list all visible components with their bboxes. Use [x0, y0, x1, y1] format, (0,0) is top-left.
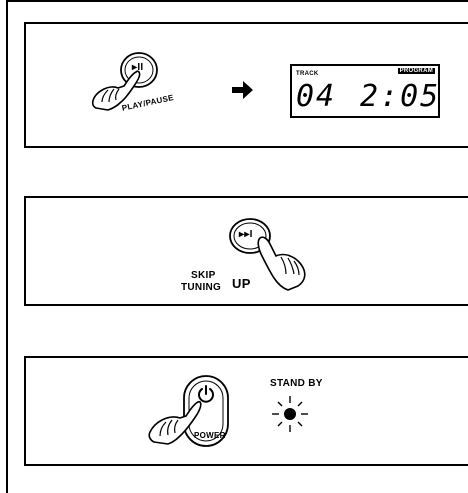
sun-indicator-icon [270, 394, 310, 434]
skip-label-line2: TUNING [181, 282, 221, 293]
skip-up-glyph: ▸▸I [239, 229, 253, 240]
skip-label-line1: SKIP [191, 270, 216, 281]
standby-label: STAND BY [270, 378, 323, 389]
step-play-pause-panel: ▸II PLAY/PAUSE TRACK PROGRAM 04 2:05 [24, 22, 468, 148]
hand-pointer-icon [254, 234, 310, 292]
lcd-display: TRACK PROGRAM 04 2:05 [290, 64, 440, 118]
lcd-track-number: 04 [296, 79, 336, 114]
step-skip-up-panel: ▸▸I SKIP TUNING UP [24, 196, 468, 306]
lcd-time: 2:05 [360, 79, 440, 114]
up-label: UP [232, 276, 251, 291]
lcd-track-label: TRACK [296, 71, 319, 77]
lcd-program-badge: PROGRAM [398, 68, 435, 74]
arrow-right-icon [232, 80, 254, 100]
step-power-panel: POWER STAND BY [24, 356, 468, 466]
power-label: POWER [194, 431, 226, 440]
